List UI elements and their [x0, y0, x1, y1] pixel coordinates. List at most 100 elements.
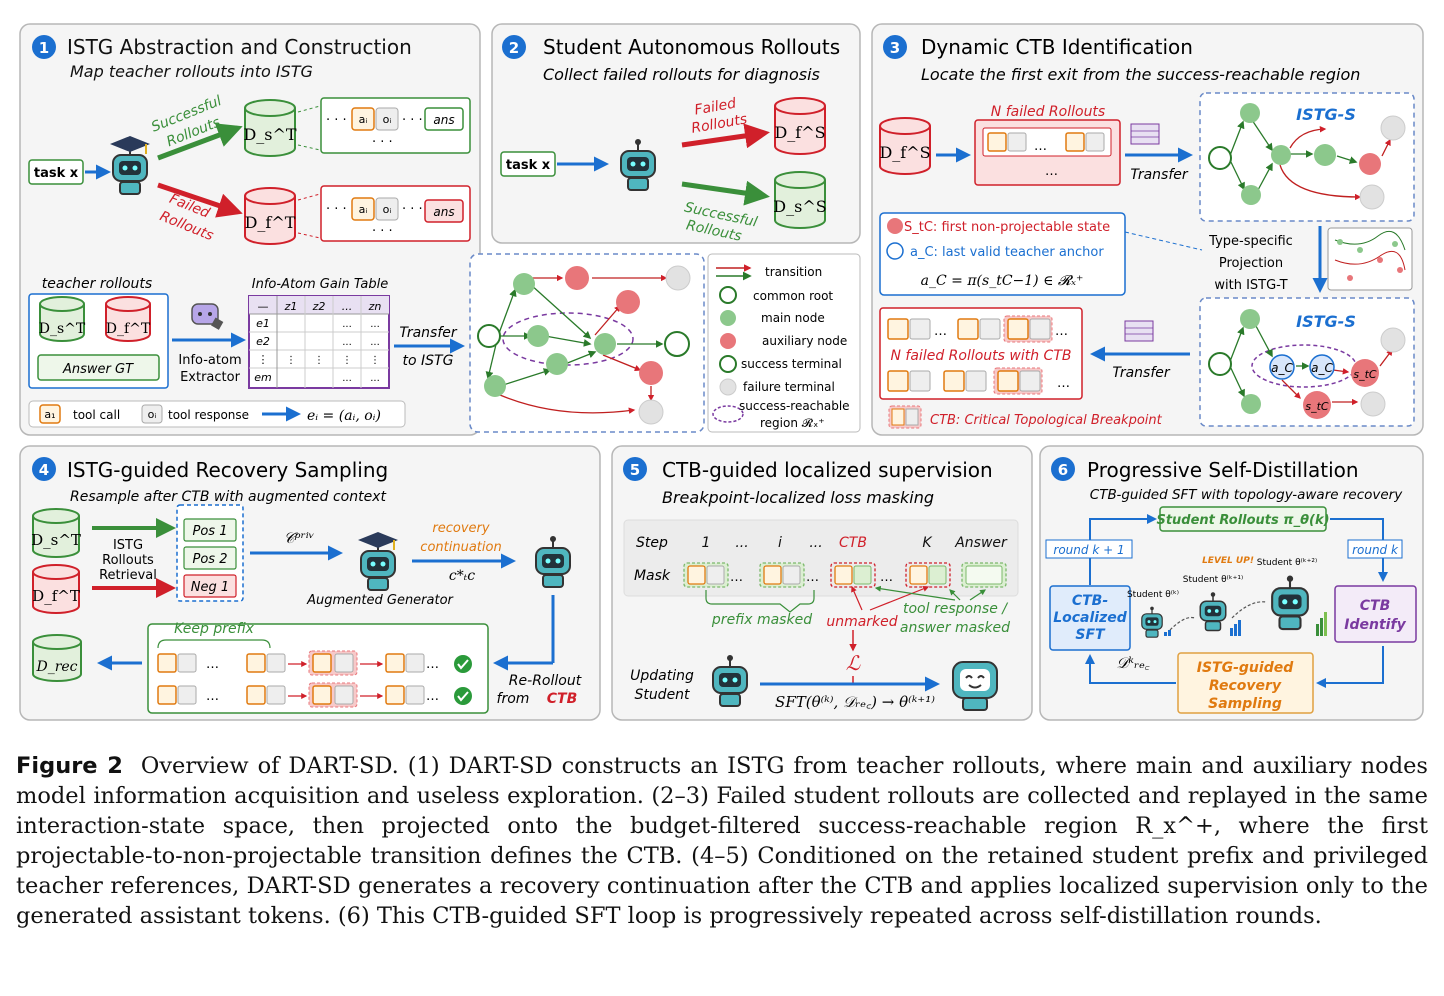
p3-dfs-label: D_f^S	[879, 143, 930, 162]
gain-table-cell: ...	[370, 337, 380, 348]
pos1: Pos 1	[193, 524, 228, 539]
step-label: Step	[636, 535, 668, 551]
panel-4-title: ISTG-guided Recovery Sampling	[67, 458, 388, 482]
df-label: D_f^T	[245, 213, 296, 232]
gain-table-cell: ...	[342, 373, 352, 384]
gain-table-row-header: e1	[256, 317, 270, 330]
panel-2-subtitle: Collect failed rollouts for diagnosis	[543, 65, 820, 84]
ans-success: ans	[433, 113, 454, 127]
tool-response-label-1: tool response /	[903, 601, 1008, 617]
panel-6-number: 6	[1058, 461, 1068, 479]
gain-table-cell: ⋮	[286, 355, 296, 366]
dots-1: · · ·	[326, 113, 347, 128]
ans-failed: ans	[433, 205, 454, 219]
gain-table-col-header: z1	[284, 300, 298, 313]
legend-common-root: common root	[753, 289, 833, 303]
token	[334, 685, 354, 705]
gain-table-cell: ⋮	[342, 355, 352, 366]
student-k-label: Student θ⁽ᵏ⁾	[1127, 590, 1179, 600]
panel-1-title: ISTG Abstraction and Construction	[67, 35, 412, 59]
teacher-failed-db-icon	[244, 187, 296, 245]
aug-gen-label: Augmented Generator	[306, 593, 454, 608]
panel-3: 3 Dynamic CTB Identification Locate the …	[871, 23, 1424, 436]
legend-success-terminal: success terminal	[741, 357, 842, 371]
rollouts-label-p4: Rollouts	[102, 553, 154, 568]
panel-6-subtitle: CTB-guided SFT with topology-aware recov…	[1090, 487, 1403, 503]
check-icon	[454, 687, 472, 705]
ctb-identify-1: CTB	[1360, 598, 1391, 614]
istg-s-label-top: ISTG-S	[1296, 105, 1356, 124]
student-success-db-icon	[774, 171, 826, 229]
step-label-item: Answer	[954, 535, 1008, 551]
table-icon	[1130, 123, 1160, 145]
dots-5: · · ·	[402, 202, 423, 217]
panel-5-title: CTB-guided localized supervision	[662, 458, 993, 482]
student-task-label: task x	[506, 158, 551, 173]
token	[405, 685, 425, 705]
rerollout-label: Re-Rollout	[509, 673, 582, 689]
stc-node-2: s_tC	[1305, 400, 1329, 413]
caption-text: Overview of DART-SD. (1) DART-SD constru…	[16, 753, 1428, 929]
panel-4-number: 4	[39, 461, 49, 479]
student-label: Student	[634, 687, 690, 703]
panel-3-title: Dynamic CTB Identification	[921, 35, 1193, 59]
check-icon	[454, 655, 472, 673]
graph-legend: transition common root main node auxilia…	[707, 253, 861, 433]
level-bars	[1164, 612, 1327, 636]
step-label-item: ...	[735, 535, 748, 551]
round-k-label: round k	[1352, 543, 1399, 557]
success-reachable-region	[502, 312, 634, 366]
p3-dots: …	[1034, 139, 1047, 154]
panel-2: 2 Student Autonomous Rollouts Collect fa…	[491, 23, 861, 245]
unmarked-label: unmarked	[826, 614, 897, 630]
projection: Projection	[1219, 256, 1283, 271]
loss-symbol: ℒ	[846, 651, 861, 675]
token	[157, 653, 177, 673]
student-rollouts-policy: Student Rollouts π_θ(k)	[1156, 513, 1329, 528]
mask-label: Mask	[634, 568, 671, 584]
sft-equation: SFT(θ⁽ᵏ⁾, 𝒟ᵣₑ꜀) → θ⁽ᵏ⁺¹⁾	[775, 693, 935, 711]
panel-2-title: Student Autonomous Rollouts	[543, 35, 840, 59]
recovery-box-3: Sampling	[1208, 696, 1282, 712]
mask-dots: …	[730, 570, 743, 585]
answer-gt: Answer GT	[62, 362, 134, 377]
stc-label: S_tC: first non-projectable state	[904, 220, 1110, 235]
token	[157, 685, 177, 705]
panel-1-subtitle: Map teacher rollouts into ISTG	[70, 62, 313, 81]
gain-table-row-header: e2	[256, 335, 270, 348]
dots-3: · · ·	[372, 135, 393, 150]
drec-db-icon	[32, 634, 82, 682]
prefix-masked-label: prefix masked	[711, 612, 812, 628]
stc-node-1: s_tC	[1353, 368, 1377, 381]
gain-table-cell: ...	[342, 319, 352, 330]
panel-4: 4 ISTG-guided Recovery Sampling Resample…	[19, 445, 601, 721]
n-failed-rollouts: N failed Rollouts	[991, 104, 1105, 120]
retrieval-label: Retrieval	[99, 568, 157, 583]
legend-transition: transition	[765, 265, 822, 279]
istg-s-label-bottom: ISTG-S	[1296, 312, 1356, 331]
token	[246, 653, 266, 673]
student-k2-label: Student θ⁽ᵏ⁺²⁾	[1257, 558, 1317, 568]
teacher-success-db-icon	[244, 99, 296, 157]
ac-label: a_C: last valid teacher anchor	[910, 245, 1104, 260]
ai-token: aᵢ	[359, 113, 368, 126]
gain-table-col-header: zn	[368, 300, 382, 313]
gain-table-cell: ⋮	[314, 355, 324, 366]
pos2: Pos 2	[193, 552, 228, 567]
gain-table-cell: ...	[342, 337, 352, 348]
keep-prefix-label: Keep prefix	[174, 621, 255, 637]
panel-5: 5 CTB-guided localized supervision Break…	[611, 445, 1033, 721]
legend-equation: eᵢ = (aᵢ, oᵢ)	[307, 408, 381, 424]
legend-auxiliary-node: auxiliary node	[762, 334, 847, 348]
p3-transfer-2: Transfer	[1112, 365, 1171, 381]
p4-ds-label: D_s^T	[31, 531, 81, 549]
panel-1-number: 1	[39, 39, 49, 57]
ctb-dots-2: …	[1055, 324, 1068, 339]
updating-label: Updating	[630, 668, 694, 684]
ctb-rollouts-tokens	[887, 315, 1053, 395]
gain-table-cell: ...	[370, 319, 380, 330]
panel-2-number: 2	[509, 39, 519, 57]
legend-oi: oᵢ	[148, 408, 157, 421]
p4-df-label: D_f^T	[32, 587, 80, 605]
